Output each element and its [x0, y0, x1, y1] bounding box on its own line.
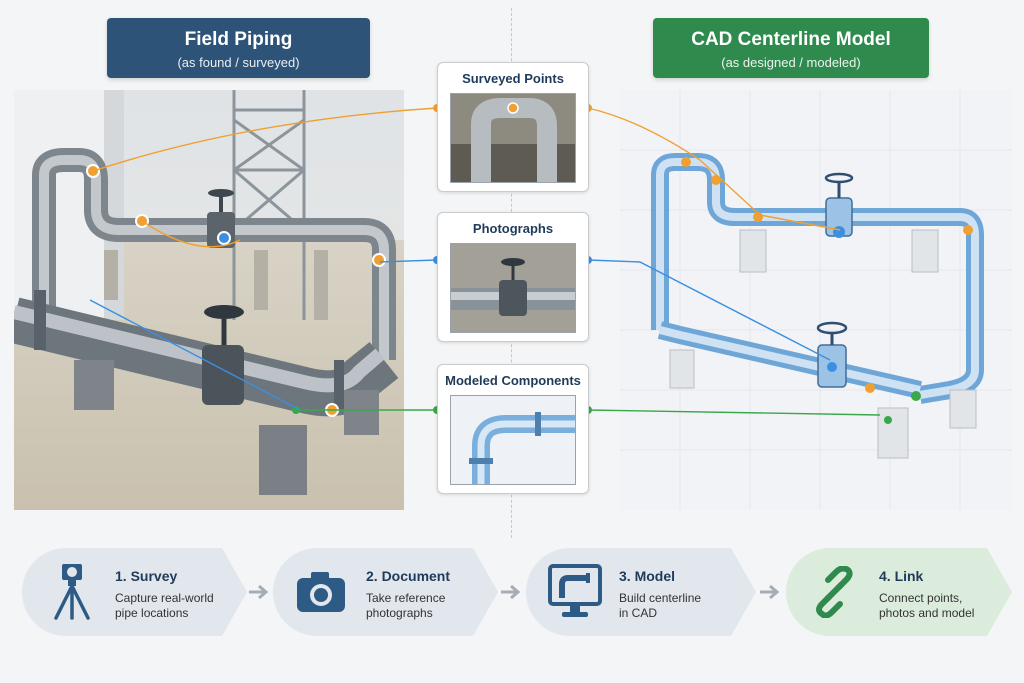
modeled-components-card[interactable]: Modeled Components [437, 364, 589, 494]
surveyed-points-thumbnail [450, 93, 576, 183]
step-model[interactable]: 3. Model Build centerline in CAD [526, 548, 756, 636]
step-model-label: 3. Model [619, 568, 676, 584]
modeled-components-thumbnail [450, 395, 576, 485]
step-arrow-2 [501, 584, 521, 600]
field-piping-photo [14, 90, 404, 510]
step-survey-desc-1: Capture real-world [115, 591, 214, 605]
step-model-desc-2: in CAD [619, 606, 658, 620]
camera-icon [297, 572, 345, 612]
step-survey[interactable]: 1. Survey Capture real-world pipe locati… [22, 548, 247, 636]
step-document-desc-1: Take reference [366, 591, 446, 605]
chain-link-icon [816, 566, 853, 618]
modeled-components-title: Modeled Components [445, 373, 581, 388]
step-survey-label: 1. Survey [115, 568, 178, 584]
field-piping-title: Field Piping [184, 29, 293, 50]
step-document-label: 2. Document [366, 568, 451, 584]
step-link-label: 4. Link [879, 568, 924, 584]
step-link-desc-2: photos and model [879, 606, 975, 620]
cad-model-header: CAD Centerline Model (as designed / mode… [653, 18, 929, 78]
tripod-icon [54, 564, 90, 620]
monitor-pipe-icon [548, 564, 602, 617]
photographs-thumbnail [450, 243, 576, 333]
photographs-title: Photographs [472, 221, 554, 236]
field-piping-header: Field Piping (as found / surveyed) [107, 18, 370, 78]
surveyed-points-card[interactable]: Surveyed Points [437, 62, 589, 192]
step-arrow-1 [249, 584, 269, 600]
surveyed-points-title: Surveyed Points [462, 71, 564, 86]
photographs-card[interactable]: Photographs [437, 212, 589, 342]
step-survey-desc-2: pipe locations [115, 606, 189, 620]
cad-centerline-model [620, 90, 1012, 510]
cad-model-title: CAD Centerline Model [691, 29, 891, 50]
field-piping-subtitle: (as found / surveyed) [177, 55, 300, 70]
step-link[interactable]: 4. Link Connect points, photos and model [786, 548, 1012, 636]
step-arrow-3 [760, 584, 780, 600]
step-document[interactable]: 2. Document Take reference photographs [273, 548, 498, 636]
step-model-desc-1: Build centerline [619, 591, 702, 605]
cad-model-subtitle: (as designed / modeled) [721, 55, 861, 70]
step-link-desc-1: Connect points, [879, 591, 963, 605]
step-document-desc-2: photographs [366, 606, 433, 620]
